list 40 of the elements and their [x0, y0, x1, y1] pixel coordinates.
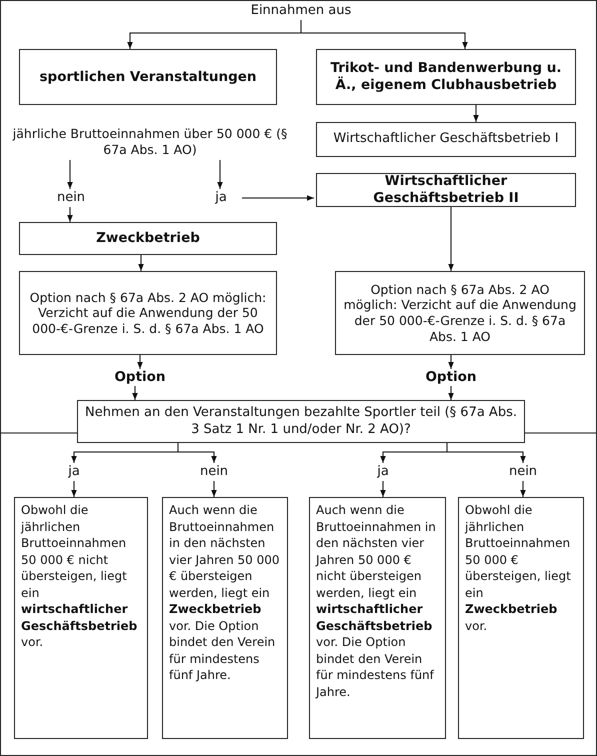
- arrow: [380, 480, 386, 498]
- option-box: Option nach § 67a Abs. 2 AO möglich: Verzicht auf die Anwendung der 50 000-€-Grenze i. S. d. § 67a Abs. 1 AO: [335, 271, 585, 355]
- question-box: Nehmen an den Veranstaltungen bezahlte Sportler teil (§ 67a Abs. 3 Satz 1 Nr. 1 und/oder Nr. 2 AO)?: [77, 400, 525, 443]
- heading-text: Einnahmen aus: [250, 2, 352, 20]
- branch-label: nein: [196, 463, 232, 481]
- arrow: [300, 20, 468, 50]
- branch-label: ja: [371, 463, 395, 481]
- category-box: sportlichen Veranstaltungen: [19, 49, 277, 105]
- result-box: Zweckbetrieb: [19, 222, 277, 255]
- outcome-box: Obwohl die jährlichen Bruttoeinnahmen 50 000 € nicht übersteigen, liegt ein wirtschaftlicher Geschäftsbetrieb vor.: [14, 497, 148, 739]
- option-box: Option nach § 67a Abs. 2 AO möglich: Verzicht auf die Anwendung der 50 000-€-Grenze i. S. d. § 67a Abs. 1 AO: [19, 271, 277, 355]
- arrow: [448, 386, 454, 400]
- arrow: [71, 480, 77, 498]
- option-label: Option: [110, 369, 170, 386]
- arrow: [67, 206, 73, 222]
- arrow: [137, 354, 143, 370]
- arrow: [242, 195, 314, 201]
- branch-label: nein: [52, 189, 90, 207]
- outcome-box: Obwohl die jährlichen Bruttoeinnahmen 50 000 € übersteigen, liegt ein Zweckbetrieb vor.: [458, 497, 584, 739]
- condition-text: jährliche Bruttoeinnahmen über 50 000 € (§ 67a Abs. 1 AO): [4, 124, 296, 160]
- option-label: Option: [421, 369, 481, 386]
- arrow: [178, 442, 217, 464]
- arrow: [67, 160, 73, 190]
- branch-label: ja: [206, 189, 236, 207]
- arrow: [446, 442, 526, 464]
- outcome-box: Auch wenn die Bruttoeinnahmen in den nächsten vier Jahren 50 000 € übersteigen werden, liegt ein Zweckbetrieb vor. Die Option bindet den Verein für mindestens fünf Jahre.: [162, 497, 288, 739]
- arrow: [217, 160, 223, 190]
- category-box: Trikot- und Bandenwerbung u. Ä., eigenem Clubhausbetrieb: [316, 49, 576, 105]
- arrow: [448, 206, 454, 272]
- branch-label: ja: [62, 463, 86, 481]
- arrow: [132, 386, 138, 400]
- arrow: [138, 254, 144, 272]
- result-box: Wirtschaftlicher Geschäftsbetrieb I: [316, 122, 576, 157]
- arrow: [473, 104, 479, 122]
- result-box: Wirtschaftlicher Geschäftsbetrieb II: [316, 173, 576, 207]
- arrow: [448, 354, 454, 370]
- arrow: [211, 480, 217, 498]
- arrow: [520, 480, 526, 498]
- outcome-box: Auch wenn die Bruttoeinnahmen in den nächsten vier Jahren 50 000 € nicht übersteigen werden, liegt ein wirtschaftlicher Geschäftsbetrieb vor. Die Option bindet den Verein für mindestens fünf Jahre.: [309, 497, 446, 739]
- branch-label: nein: [505, 463, 541, 481]
